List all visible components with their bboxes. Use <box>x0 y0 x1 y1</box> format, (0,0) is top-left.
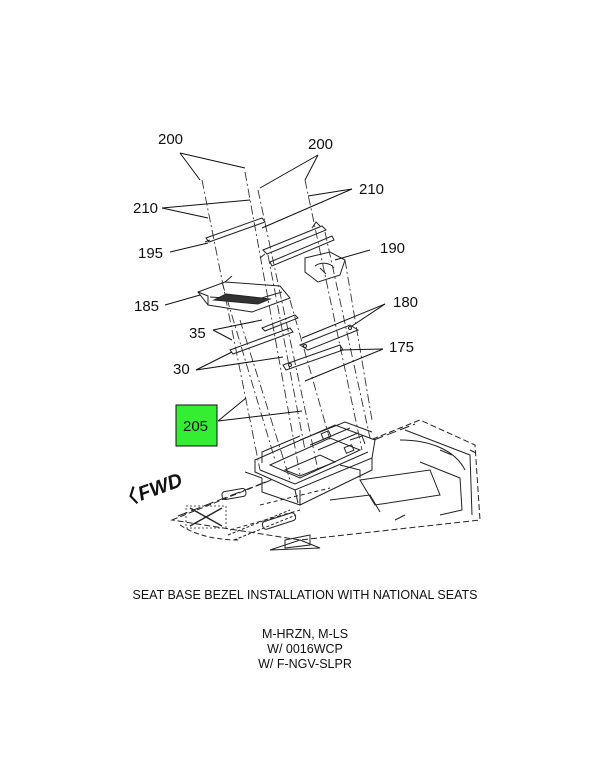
floor-x-marker-icon <box>185 505 227 529</box>
callout-30: 30 <box>173 361 190 378</box>
callout-205: 205 <box>183 418 208 435</box>
callout-185: 185 <box>134 298 159 315</box>
callout-175: 175 <box>389 339 414 356</box>
variant-line: W/ F-NGV-SLPR <box>258 657 352 671</box>
variant-block: M-HRZN, M-LS W/ 0016WCP W/ F-NGV-SLPR <box>0 627 610 672</box>
callout-210-right: 210 <box>359 181 384 198</box>
alignment-lines <box>201 171 373 481</box>
leader-lines <box>161 152 386 422</box>
trim-strip-left <box>204 217 266 243</box>
side-bracket-180 <box>298 324 360 351</box>
lower-bracket-30 <box>282 344 344 371</box>
callout-205-highlight[interactable]: 205 <box>175 404 218 447</box>
fwd-direction-marker: FWD <box>129 469 185 506</box>
callout-35: 35 <box>189 325 206 342</box>
clip-strip-35 <box>229 314 299 355</box>
callout-180: 180 <box>393 294 418 311</box>
variant-line: M-HRZN, M-LS <box>261 627 349 641</box>
floor-slots <box>221 487 311 549</box>
fwd-label: FWD <box>135 469 185 505</box>
fwd-arrow-icon <box>129 486 139 504</box>
callout-210-left: 210 <box>133 200 158 217</box>
variant-line: W/ 0016WCP <box>267 642 343 656</box>
callout-190: 190 <box>380 240 405 257</box>
callout-200-right: 200 <box>308 136 333 153</box>
front-bezel-185 <box>197 275 291 313</box>
callout-200-left: 200 <box>158 131 183 148</box>
corner-bezel-190 <box>304 251 346 283</box>
diagram-caption: SEAT BASE BEZEL INSTALLATION WITH NATION… <box>132 588 478 602</box>
highlight-box[interactable] <box>175 404 218 447</box>
callout-195: 195 <box>138 245 163 262</box>
